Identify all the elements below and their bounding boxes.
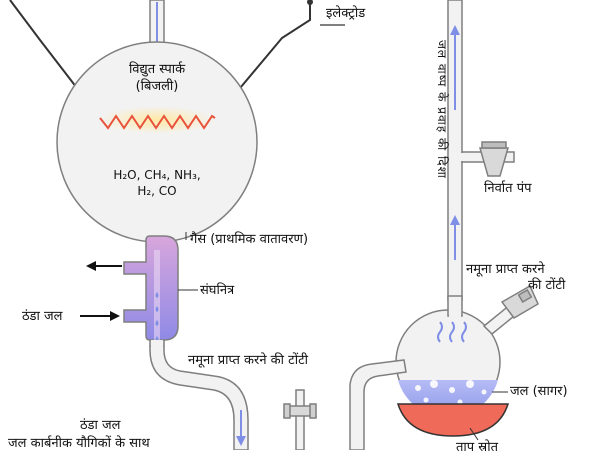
- condenser-label: संघनित्र: [200, 283, 235, 298]
- cold-water-in-label: ठंडा जल: [22, 309, 63, 324]
- zigzag-spark-icon: [99, 106, 216, 134]
- vapor-direction-label: जल वाष्प के प्रवाह की दिशा: [435, 40, 449, 179]
- gases-formula-label-2: H₂, CO: [137, 184, 177, 198]
- sampling-tap-upper-label-2: की टोंटी: [528, 278, 566, 293]
- side-arm-stopcock-icon: [500, 284, 539, 319]
- return-tube: [349, 359, 407, 450]
- bubble-icon: [415, 380, 487, 405]
- heat-source: [396, 403, 510, 437]
- vacuum-pump-label: निर्वात पंप: [484, 181, 532, 196]
- lightning-label: (बिजली): [135, 79, 179, 94]
- heater-pointer: [469, 427, 479, 441]
- boiling-flask: [395, 295, 501, 418]
- cold-water-in-arrow: [80, 311, 120, 321]
- cold-water-organics-label: जल कार्बनीक यौगिकों के साथ: [8, 436, 150, 451]
- sampling-tap-lower-label: नमूना प्राप्त करने की टोंटी: [188, 353, 308, 368]
- electrode-terminal-icon: [307, 0, 313, 5]
- gases-formula-label: H₂O, CH₄, NH₃,: [113, 168, 201, 182]
- water-ocean-label: जल (सागर): [510, 384, 568, 399]
- lower-u-tube: [149, 340, 249, 450]
- vapor-flow-arrows: [450, 25, 460, 260]
- stopcock-valve-icon: [282, 389, 318, 450]
- lower-flow-arrow: [236, 410, 246, 446]
- gases-label: गैस (प्राथमिक वातावरण): [190, 232, 309, 247]
- vacuum-pump-stopcock-icon: [479, 141, 509, 177]
- steam-wave-icon: [437, 321, 467, 343]
- condenser: [123, 235, 179, 347]
- electric-spark-label: विद्युत स्पार्क: [128, 62, 186, 77]
- sampling-tap-upper-label-1: नमूना प्राप्त करने: [466, 262, 545, 277]
- cold-water-out-arrow: [86, 261, 122, 271]
- electrode-label: इलेक्ट्रोड: [326, 6, 366, 21]
- cold-water-bottom-label: ठंडा जल: [80, 418, 121, 433]
- heat-source-label: ताप स्रोत: [456, 440, 498, 455]
